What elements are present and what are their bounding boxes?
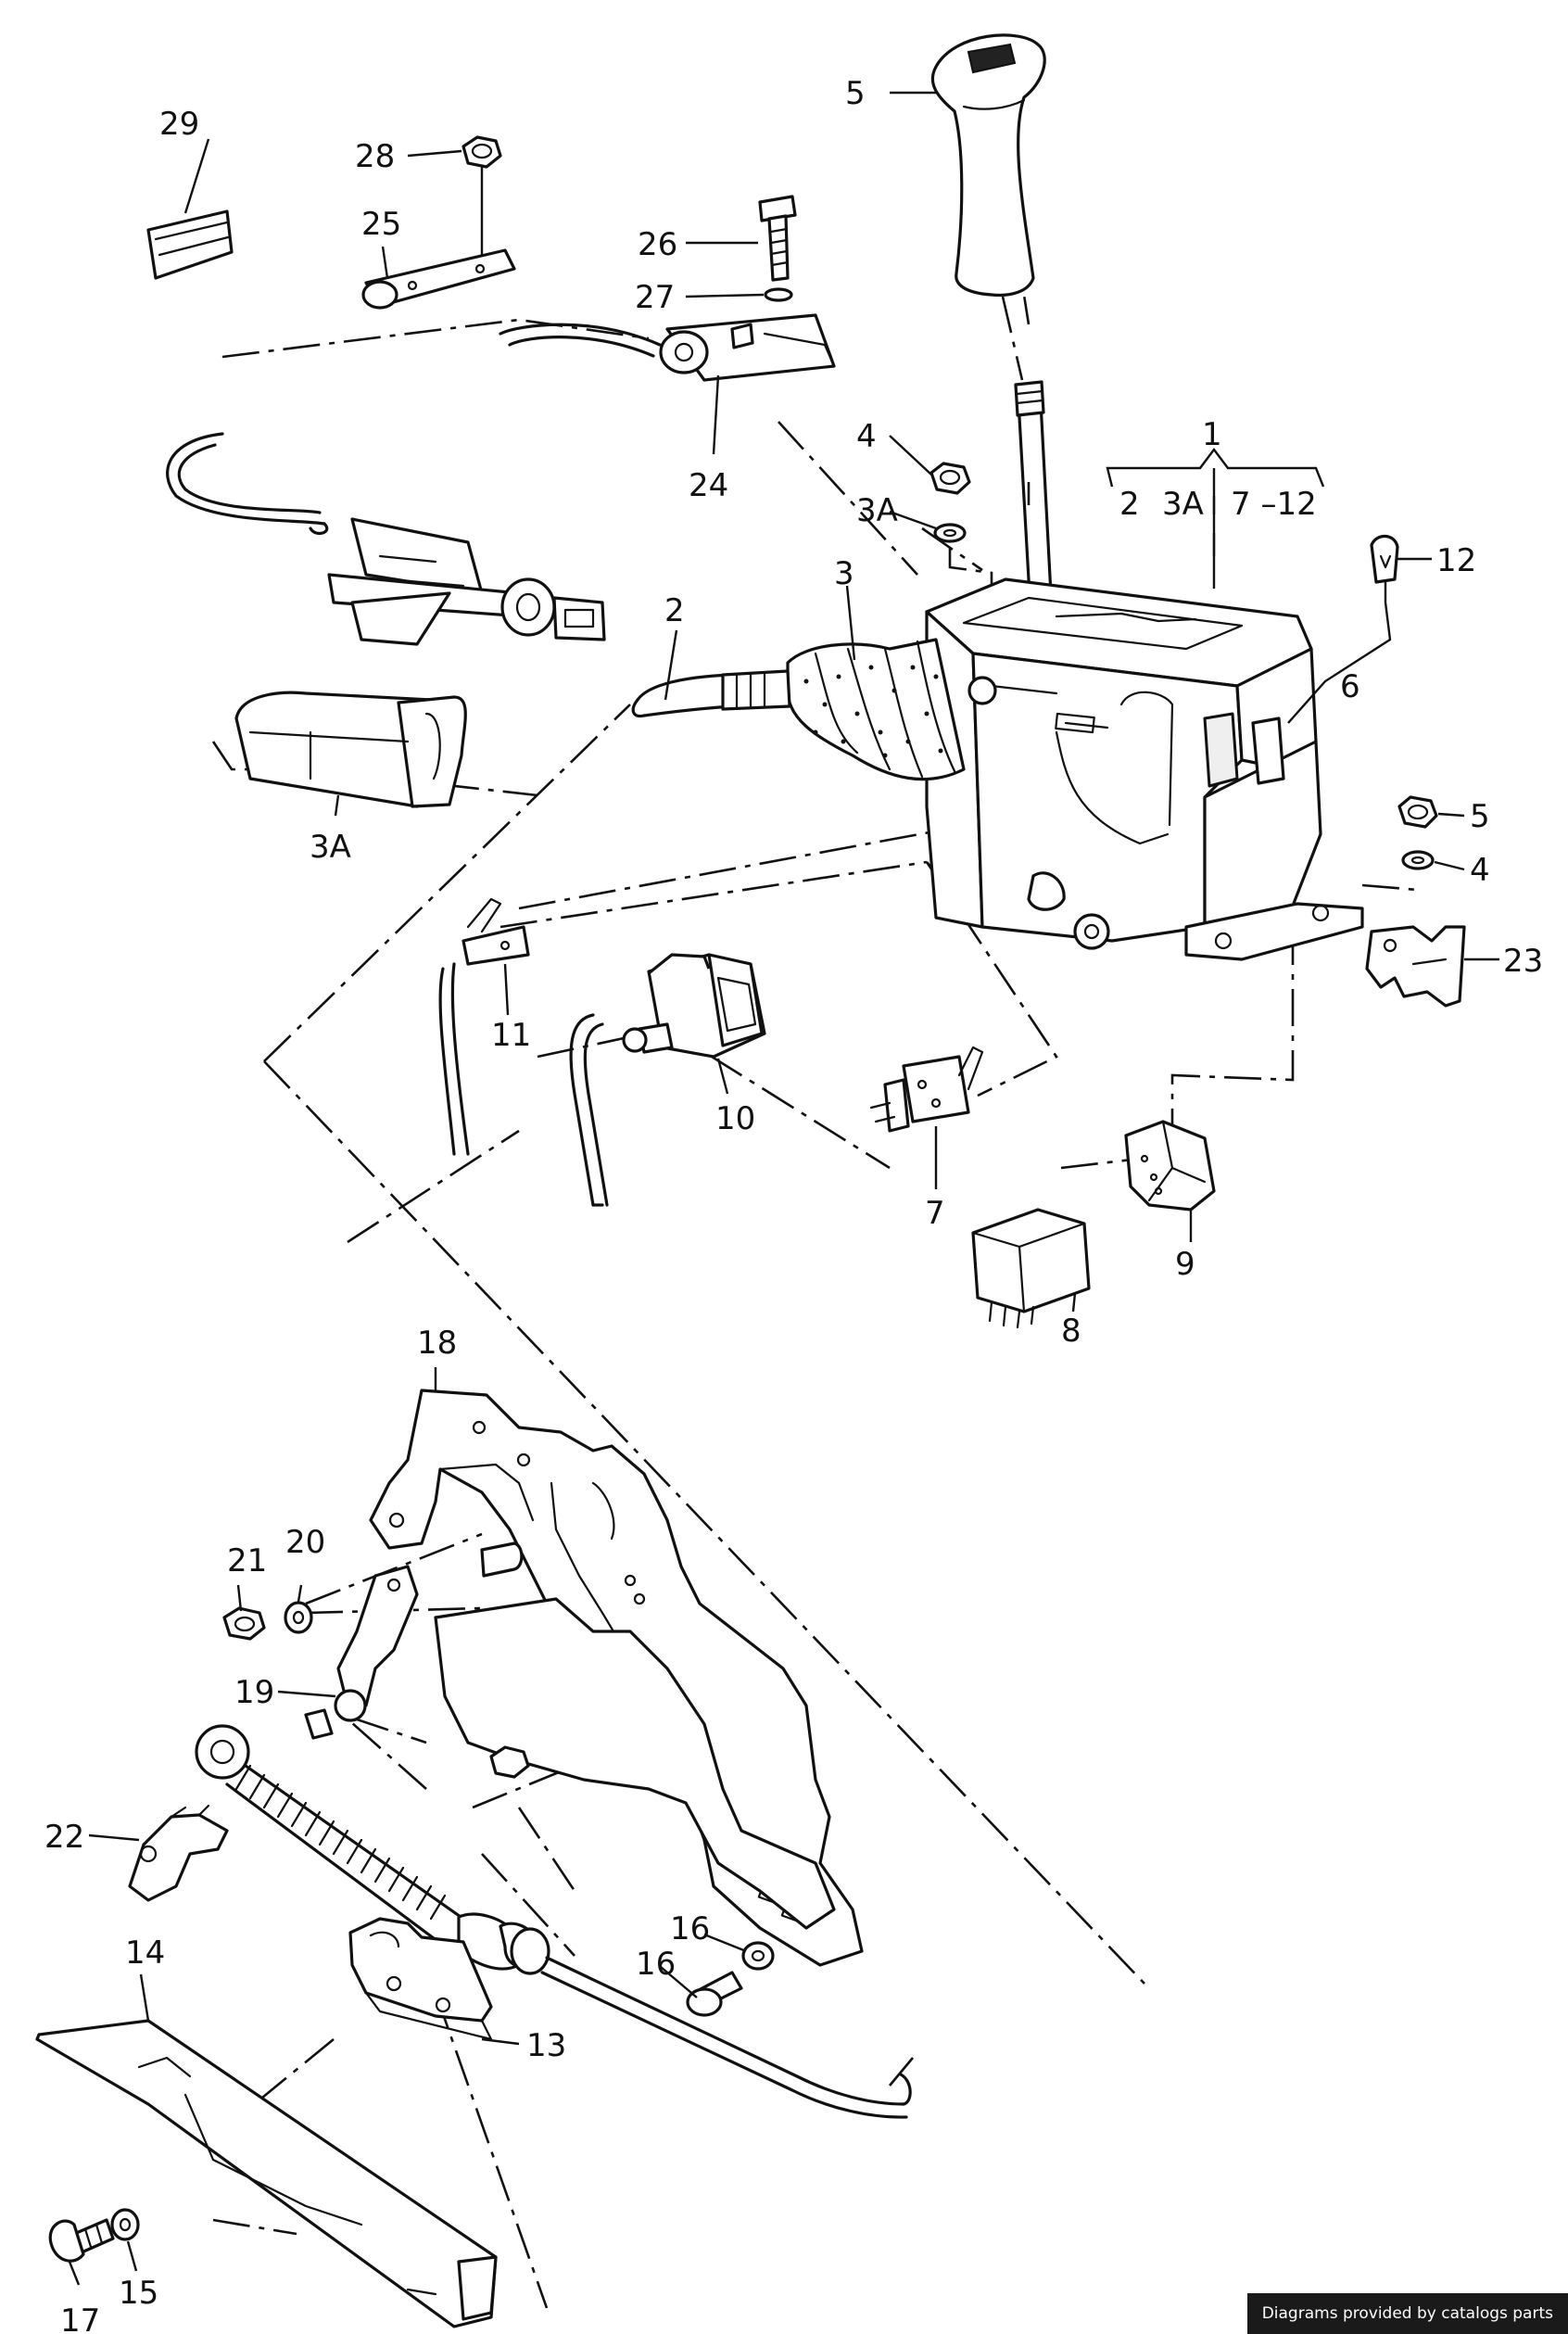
part-6-shift-knob <box>930 33 1046 298</box>
group-1-item-7-12: 7 –12 <box>1231 486 1317 523</box>
shift-lever-rod <box>1001 296 1054 614</box>
callout-18: 17 <box>60 2302 100 2334</box>
part-30-clip <box>146 209 234 280</box>
part-9-relay <box>971 1208 1091 1329</box>
callout-4-right: 4 <box>1470 852 1490 889</box>
callout-3: 3 <box>834 555 854 592</box>
part-14-bracket <box>348 1917 493 2041</box>
callout-1: 1 <box>1202 416 1222 453</box>
part-28-washer <box>764 287 793 302</box>
callout-10: 9 <box>1175 1246 1195 1283</box>
part-18-bolt <box>48 2218 115 2263</box>
callout-2: 2 <box>664 592 685 629</box>
leader-lines <box>68 91 1499 2286</box>
callout-22: 21 <box>227 1542 267 1579</box>
callout-30: 29 <box>159 106 199 143</box>
callout-23: 22 <box>44 1819 84 1856</box>
callout-29: 28 <box>355 138 395 175</box>
callout-4: 3A <box>856 492 898 529</box>
part-17-bolt <box>686 1971 743 2017</box>
part-15-cover <box>35 2019 498 2328</box>
callout-21: 20 <box>285 1524 325 1561</box>
part-22-nut <box>222 1606 266 1641</box>
lock-cable <box>166 323 662 536</box>
part-10-relay-holder <box>1124 1120 1216 1211</box>
part-5-nut-upper <box>929 462 971 495</box>
part-29-nut <box>462 135 502 255</box>
callout-11: 10 <box>715 1100 755 1137</box>
callout-8: 7 <box>925 1195 945 1232</box>
part-20-lever <box>304 1541 524 1740</box>
callout-16: 15 <box>119 2275 158 2312</box>
part-3-cable-boot <box>786 638 966 781</box>
credit-banner: Diagrams provided by catalogs parts <box>1246 2293 1568 2334</box>
callout-9: 8 <box>1061 1313 1081 1350</box>
part-19-plate <box>434 1597 836 1930</box>
part-8-switch <box>869 1046 984 1133</box>
callout-25: 24 <box>689 467 728 504</box>
part-13-bulb <box>1287 534 1399 724</box>
callout-17: 16 <box>636 1946 676 1983</box>
callout-24: 23 <box>1503 943 1543 980</box>
callout-13: 12 <box>1436 542 1476 579</box>
callout-7: 6 <box>1340 668 1360 705</box>
part-21-washer <box>284 1601 313 1634</box>
part-3A-cover <box>234 691 467 808</box>
callout-15: 14 <box>125 1934 165 1972</box>
callout-6: 5 <box>845 75 866 112</box>
part-26-bracket <box>361 248 516 310</box>
callout-27: 26 <box>638 226 677 263</box>
part-16-washer-right <box>741 1941 775 1971</box>
group-1-item-3A: 3A <box>1162 486 1204 523</box>
callout-19: 18 <box>417 1325 457 1362</box>
callout-16-right: 16 <box>670 1910 710 1947</box>
part-16-washer-lower <box>110 2208 140 2241</box>
part-4-washer-upper <box>933 523 993 584</box>
part-25-lock-bracket <box>659 313 836 382</box>
callout-5-right: 5 <box>1470 798 1490 835</box>
callout-5: 4 <box>856 418 877 455</box>
part-24-bracket <box>1365 925 1466 1008</box>
callout-28: 27 <box>635 279 675 316</box>
callout-26: 25 <box>361 206 401 243</box>
group-1-item-2: 2 <box>1119 486 1140 523</box>
ignition-lock-cylinder <box>327 517 606 646</box>
callout-14: 13 <box>526 2027 566 2064</box>
part-2-selector-cable <box>631 669 791 718</box>
callout-20: 19 <box>234 1674 274 1711</box>
part-4-washer-right <box>1401 850 1435 870</box>
callout-3A-label: 3A <box>310 829 351 866</box>
part-12-switch <box>438 897 530 1156</box>
plate-nut <box>489 1745 530 1779</box>
part-27-bolt <box>758 195 797 282</box>
shift-cable-lower <box>195 1724 912 2119</box>
group-1-bracket <box>1106 448 1325 556</box>
callout-12: 11 <box>491 1017 531 1054</box>
part-5-nut-right <box>1397 795 1438 829</box>
part-1-selector-housing <box>925 577 1364 961</box>
part-23-clip <box>128 1804 229 1902</box>
part-11-solenoid <box>569 953 766 1207</box>
callout-labels: 29 28 25 26 27 24 5 4 3A 3 2 3A 3A 1 2 3… <box>44 75 1543 2334</box>
